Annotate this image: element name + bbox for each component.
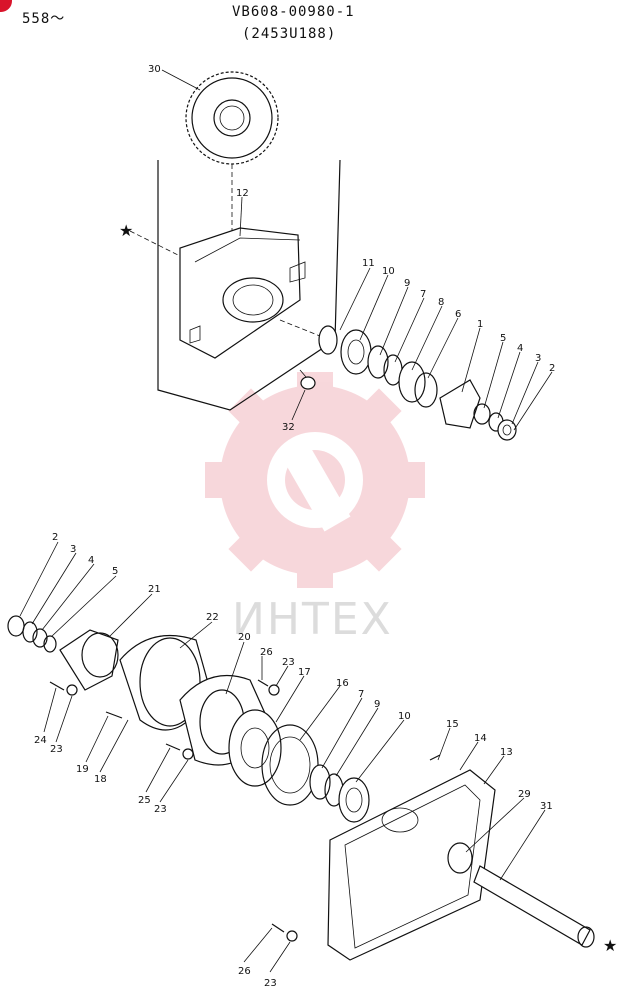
upper-leaders (161, 69, 553, 431)
callout-30: 30 (148, 64, 161, 75)
callout-l-24: 24 (34, 735, 47, 746)
part-16-gasket (261, 724, 319, 806)
callout-10: 10 (382, 266, 395, 277)
callout-2: 2 (549, 363, 555, 374)
transmission-case-upper (129, 159, 341, 411)
marker-star-upper: ★ (119, 221, 133, 240)
lower-yoke-stack (7, 615, 119, 691)
callout-l-31: 31 (540, 801, 553, 812)
callout-32: 32 (282, 422, 295, 433)
watermark-text: ИНТЕХ (232, 594, 393, 645)
part-subcode: (2453U188) (242, 26, 337, 42)
callout-l-4: 4 (88, 555, 94, 566)
callout-7: 7 (420, 289, 426, 300)
part-32-plug (299, 369, 316, 390)
callout-12: 12 (236, 188, 249, 199)
callout-l-20: 20 (238, 632, 251, 643)
callout-l-23b: 23 (50, 744, 63, 755)
callout-l-3: 3 (70, 544, 76, 555)
callout-l-10: 10 (398, 711, 411, 722)
callout-l-5: 5 (112, 566, 118, 577)
serial-range: 558〜 (22, 11, 66, 27)
callout-l-2: 2 (52, 532, 58, 543)
upper-bearing-stack (318, 325, 517, 441)
callout-9: 9 (404, 278, 410, 289)
lower-leaders (19, 541, 546, 973)
callout-l-26: 26 (260, 647, 273, 658)
part-code: VB608-00980-1 (232, 4, 355, 20)
callout-8: 8 (438, 297, 444, 308)
lower-bearings (309, 764, 370, 823)
callout-l-22: 22 (206, 612, 219, 623)
callout-l-14: 14 (474, 733, 487, 744)
callout-l-9: 9 (374, 699, 380, 710)
lower-bolts (49, 679, 298, 942)
callout-l-23a: 23 (282, 657, 295, 668)
callout-l-23d: 23 (264, 978, 277, 989)
callout-l-17: 17 (298, 667, 311, 678)
callout-l-16: 16 (336, 678, 349, 689)
callout-l-25: 25 (138, 795, 151, 806)
part-17-plate (228, 709, 282, 787)
callout-l-26b: 26 (238, 966, 251, 977)
callout-l-18: 18 (94, 774, 107, 785)
callout-5: 5 (500, 333, 506, 344)
callout-6: 6 (455, 309, 461, 320)
callout-3: 3 (535, 353, 541, 364)
callout-l-7: 7 (358, 689, 364, 700)
part-31-shaft (447, 842, 595, 948)
part-30-gear (185, 71, 279, 240)
part-13-case-cover (327, 754, 496, 961)
callout-l-15: 15 (446, 719, 459, 730)
callout-l-21: 21 (148, 584, 161, 595)
callout-11: 11 (362, 258, 375, 269)
callout-l-23c: 23 (154, 804, 167, 815)
callout-1: 1 (477, 319, 483, 330)
callout-l-29: 29 (518, 789, 531, 800)
callout-l-13: 13 (500, 747, 513, 758)
callout-4: 4 (517, 343, 523, 354)
lower-callout-labels: 2 3 4 5 21 22 20 26 23 17 16 7 9 10 15 1… (34, 532, 553, 989)
upper-callout-labels: 30 12 11 10 9 7 8 6 1 5 4 3 2 32 (148, 64, 555, 433)
marker-star-lower: ★ (603, 936, 617, 955)
callout-l-19: 19 (76, 764, 89, 775)
